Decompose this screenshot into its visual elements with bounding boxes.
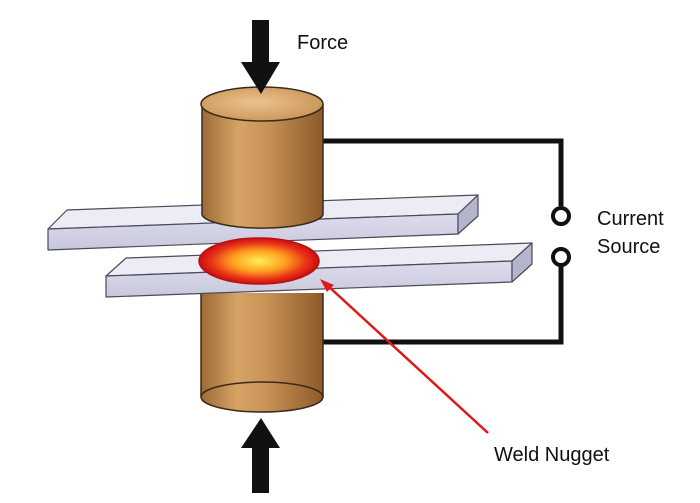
upper-wire — [322, 138, 564, 206]
bottom-sheet — [105, 242, 533, 298]
current-source-label-line2: Source — [597, 236, 661, 258]
lower-wire — [322, 266, 564, 345]
force-label: Force — [297, 32, 349, 54]
circuit-wire — [322, 138, 564, 345]
arrow-down-icon — [241, 20, 280, 94]
current-source-label-line1: Current — [597, 208, 664, 230]
lower-electrode — [200, 293, 324, 413]
arrow-up-icon — [241, 418, 280, 493]
weld-nugget-pointer — [320, 279, 489, 434]
terminal-upper — [551, 206, 571, 226]
weld-nugget — [198, 237, 320, 285]
terminal-lower — [551, 247, 571, 267]
top-sheet-side — [457, 194, 479, 235]
upper-electrode — [200, 86, 324, 229]
weld-nugget-label: Weld Nugget — [494, 444, 610, 466]
bottom-sheet-side — [511, 242, 533, 283]
